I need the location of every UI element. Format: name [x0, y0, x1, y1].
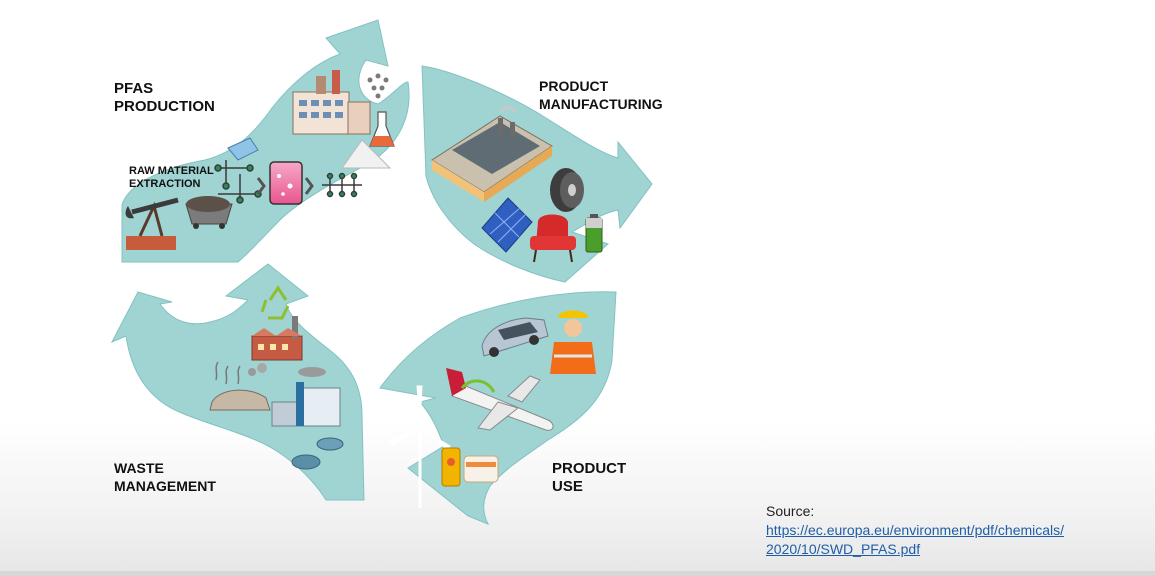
source-citation: Source: https://ec.europa.eu/environment…	[766, 502, 1064, 559]
powder-pile-icon	[341, 139, 392, 169]
armchair-icon	[530, 214, 576, 263]
label-pfas-production: PFAS PRODUCTION	[114, 80, 215, 115]
molecule-chain-icon	[214, 160, 362, 204]
source-link-line-2: 2020/10/SWD_PFAS.pdf	[766, 541, 921, 557]
worker-icon	[550, 310, 596, 374]
incinerator-icon	[251, 316, 303, 361]
recycle-icon	[260, 285, 290, 320]
mine-cart-icon	[185, 196, 233, 229]
battery-icon	[585, 214, 603, 253]
oil-pump-icon	[125, 197, 179, 250]
cable-spool-icon	[550, 168, 584, 212]
pfas-lifecycle-diagram	[110, 19, 653, 525]
arrow-pfas-production	[121, 19, 410, 263]
car-icon	[481, 317, 549, 357]
beaker-icon	[227, 137, 303, 205]
chevron-icon	[256, 177, 314, 195]
water-treatment-icon	[271, 367, 344, 470]
manufacturing-plant-icon	[431, 106, 553, 202]
label-raw-material-extraction: RAW MATERIAL EXTRACTION	[129, 165, 214, 190]
label-waste-management: WASTE MANAGEMENT	[114, 460, 216, 494]
solar-panel-icon	[481, 197, 533, 253]
arrow-product-manufacturing	[421, 65, 653, 283]
source-label: Source:	[766, 503, 815, 519]
airplane-icon	[446, 368, 554, 431]
source-link-line-1: https://ec.europa.eu/environment/pdf/che…	[766, 522, 1065, 538]
flask-icon	[369, 111, 395, 147]
sunscreen-icon	[441, 447, 499, 487]
wind-turbine-icon	[387, 385, 451, 508]
bottom-edge	[0, 571, 1155, 576]
source-link[interactable]: https://ec.europa.eu/environment/pdf/che…	[766, 522, 1064, 557]
molecule-icon	[367, 73, 389, 99]
label-product-use: PRODUCT USE	[552, 460, 627, 495]
label-product-manufacturing: PRODUCT MANUFACTURING	[539, 78, 663, 112]
landfill-icon	[209, 361, 271, 411]
factory-icon	[292, 70, 371, 135]
